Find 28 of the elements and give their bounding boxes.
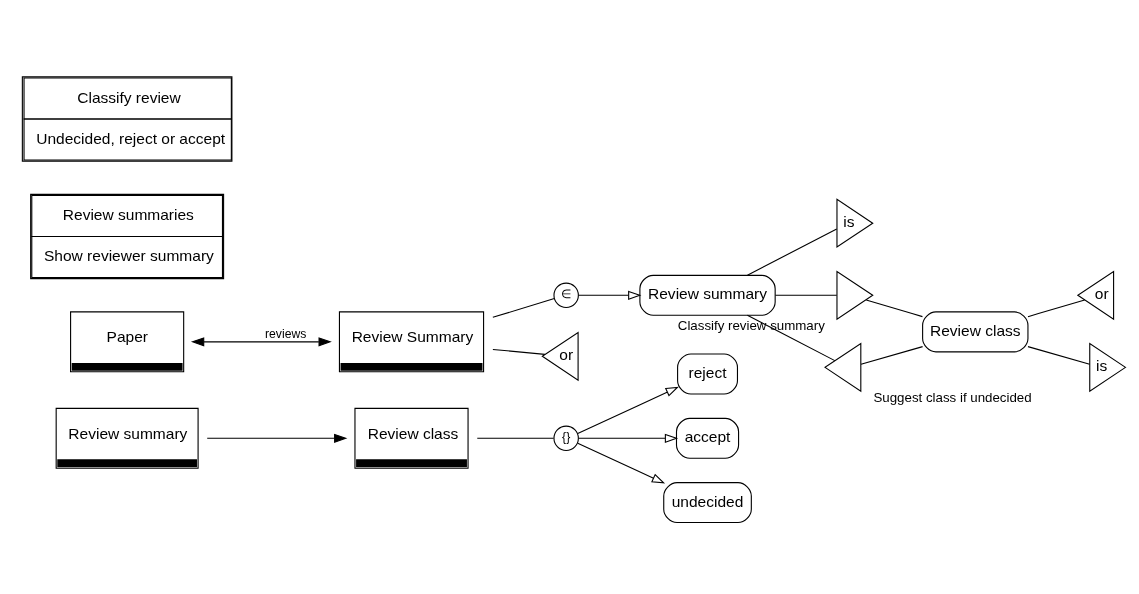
arrow: [577, 386, 679, 434]
connector: [1027, 298, 1086, 317]
node-box: reject: [677, 353, 739, 394]
connector: [746, 227, 838, 276]
node-label: Classify review summary: [677, 317, 825, 333]
arrow: [578, 433, 679, 443]
node-triangle: [824, 341, 862, 392]
node-circle: ∈: [553, 282, 579, 308]
connector: [860, 345, 924, 365]
arrow: [206, 433, 348, 443]
connector: [492, 348, 546, 355]
arrow: [577, 442, 666, 484]
node-triangle: [836, 269, 874, 320]
connector: [774, 294, 838, 296]
node-box: undecided: [663, 481, 752, 523]
node-box: Review summary: [639, 274, 776, 316]
node-box: accept: [675, 417, 740, 459]
connector: [1027, 345, 1091, 365]
connector: [865, 299, 923, 317]
node-label: Suggest class if undecided: [873, 389, 1032, 405]
connector: [492, 297, 555, 318]
edge-label: reviews: [265, 326, 307, 341]
node-box: Review class: [922, 310, 1029, 352]
node-circle: {}: [553, 425, 579, 451]
connector: [476, 437, 555, 439]
arrow: [190, 336, 332, 346]
connector: [746, 314, 836, 361]
arrow: [578, 290, 642, 300]
